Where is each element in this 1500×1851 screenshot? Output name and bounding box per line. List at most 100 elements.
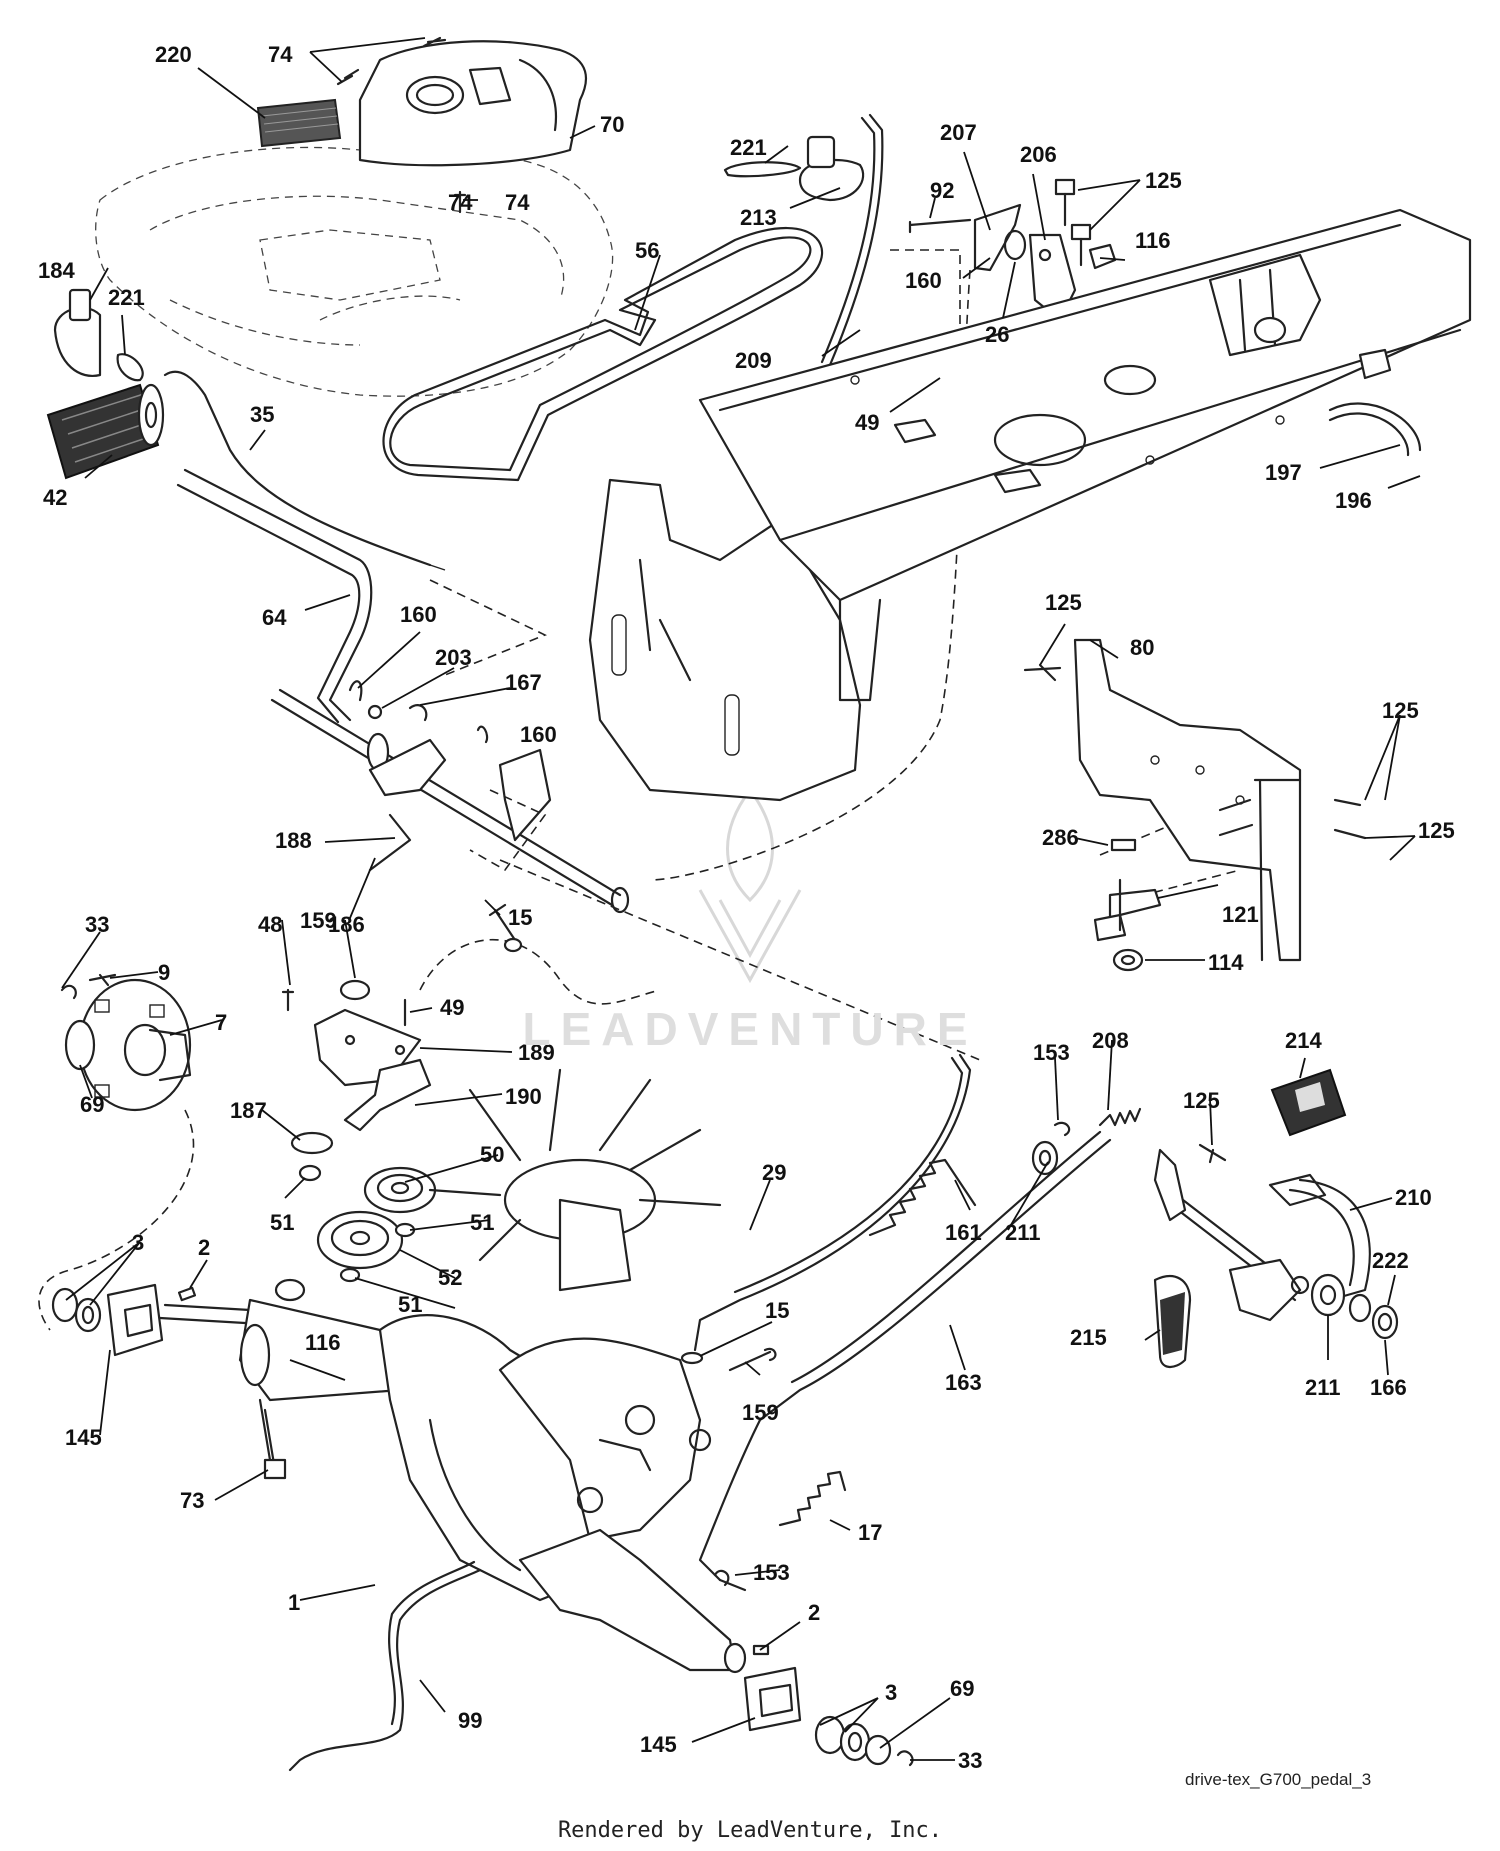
bushings-211 (1031, 1140, 1399, 1340)
transaxle-1 (158, 1068, 747, 1674)
callout-211-b: 211 (1305, 1375, 1341, 1400)
callout-51-c: 51 (398, 1292, 422, 1317)
bracket-206-207 (908, 203, 1077, 322)
screws-74 (336, 36, 467, 214)
callout-125-d: 125 (1418, 818, 1455, 843)
callout-188: 188 (275, 828, 312, 853)
pulley-50 (363, 1166, 437, 1214)
small-parts-160-203-167 (348, 389, 983, 744)
callout-153-a: 153 (1033, 1040, 1070, 1065)
callout-160-c: 160 (520, 722, 557, 747)
callout-208: 208 (1092, 1028, 1129, 1053)
callout-114: 114 (1208, 950, 1244, 975)
callout-64: 64 (262, 605, 287, 630)
watermark-logo (698, 787, 802, 984)
callout-125-e: 125 (1183, 1088, 1220, 1113)
callout-153-b: 153 (753, 1560, 790, 1585)
callout-213: 213 (740, 205, 777, 230)
callout-2-a: 2 (198, 1235, 210, 1260)
bolts-125-top (1054, 178, 1117, 270)
control-rod-209 (820, 113, 884, 374)
callout-159-a: 159 (300, 908, 337, 933)
callout-49-b: 49 (440, 995, 464, 1020)
small-parts-center (488, 903, 777, 1592)
callout-51-b: 51 (470, 1210, 494, 1235)
callout-69-a: 69 (80, 1092, 104, 1117)
callout-211-a: 211 (1005, 1220, 1041, 1245)
callout-186: 186 (328, 912, 365, 937)
handle-grip-42 (46, 383, 165, 480)
callout-56: 56 (635, 238, 659, 263)
pulley-52 (316, 1210, 404, 1270)
spring-17 (778, 1470, 847, 1527)
callout-221-a: 221 (730, 135, 767, 160)
callout-167: 167 (505, 670, 542, 695)
pedal-assembly-210 (1153, 1148, 1371, 1322)
callout-29: 29 (762, 1160, 786, 1185)
callout-190: 190 (505, 1084, 542, 1109)
washers-187-51 (290, 979, 416, 1283)
callout-116-a: 116 (1135, 228, 1171, 253)
callout-3-a: 3 (132, 1230, 144, 1255)
watermark-text: LEADVENTURE (522, 1003, 978, 1055)
callout-69-b: 69 (950, 1676, 974, 1701)
callout-74-a: 74 (268, 42, 293, 67)
callout-145-a: 145 (65, 1425, 102, 1450)
callout-121: 121 (1222, 902, 1259, 927)
callout-70: 70 (600, 112, 624, 137)
shaft-64 (176, 468, 373, 724)
callout-26: 26 (985, 322, 1009, 347)
callout-197: 197 (1265, 460, 1302, 485)
spring-208 (1053, 1107, 1227, 1164)
callout-161: 161 (945, 1220, 982, 1245)
callout-15-b: 15 (765, 1298, 789, 1323)
callout-74-c: 74 (448, 190, 473, 215)
callout-42: 42 (43, 485, 67, 510)
pedal-pad-215 (1153, 1274, 1192, 1368)
side-plate-80 (1023, 638, 1367, 962)
leader-lines (61, 37, 1421, 1761)
axle-parts-right (743, 1644, 914, 1767)
pedal-shaft-188 (270, 688, 630, 914)
drive-belt-56 (382, 227, 824, 482)
rod-35 (163, 370, 446, 571)
callout-214: 214 (1285, 1028, 1322, 1053)
bracket-189-190 (281, 988, 432, 1132)
callout-159-b: 159 (742, 1400, 779, 1425)
callout-17: 17 (858, 1520, 882, 1545)
callout-3-b: 3 (885, 1680, 897, 1705)
callout-145-b: 145 (640, 1732, 677, 1757)
knob-213 (798, 135, 865, 202)
grip-pad-220 (256, 98, 342, 148)
bracket-121 (1093, 838, 1162, 972)
pedal-pad-214 (1270, 1068, 1347, 1137)
callout-189: 189 (518, 1040, 555, 1065)
callout-203: 203 (435, 645, 472, 670)
callout-187: 187 (230, 1098, 267, 1123)
callout-207: 207 (940, 120, 977, 145)
callout-33-a: 33 (85, 912, 109, 937)
callout-210: 210 (1395, 1185, 1432, 1210)
callout-125-b: 125 (1045, 590, 1082, 615)
callout-92: 92 (930, 178, 954, 203)
callout-125-c: 125 (1382, 698, 1419, 723)
rod-29 (693, 1053, 972, 1352)
knob-184 (53, 288, 102, 377)
callout-286: 286 (1042, 825, 1079, 850)
clip-221 (116, 161, 802, 382)
callout-221-b: 221 (108, 285, 145, 310)
callout-116-b: 116 (305, 1330, 341, 1355)
callout-labels: 220 74 74 70 74 221 213 207 206 125 92 1… (38, 42, 1455, 1773)
callout-222: 222 (1372, 1248, 1409, 1273)
rod-163 (698, 1130, 1112, 1582)
callout-73: 73 (180, 1488, 204, 1513)
callout-1: 1 (288, 1590, 300, 1615)
axle-parts-left (51, 1283, 197, 1357)
dash-cover-70 (358, 40, 588, 167)
callout-160-a: 160 (905, 268, 942, 293)
callout-196: 196 (1335, 488, 1372, 513)
frame-80 (588, 208, 1472, 802)
callout-35: 35 (250, 402, 274, 427)
callout-206: 206 (1020, 142, 1057, 167)
drawing-code: drive-tex_G700_pedal_3 (1185, 1770, 1372, 1789)
